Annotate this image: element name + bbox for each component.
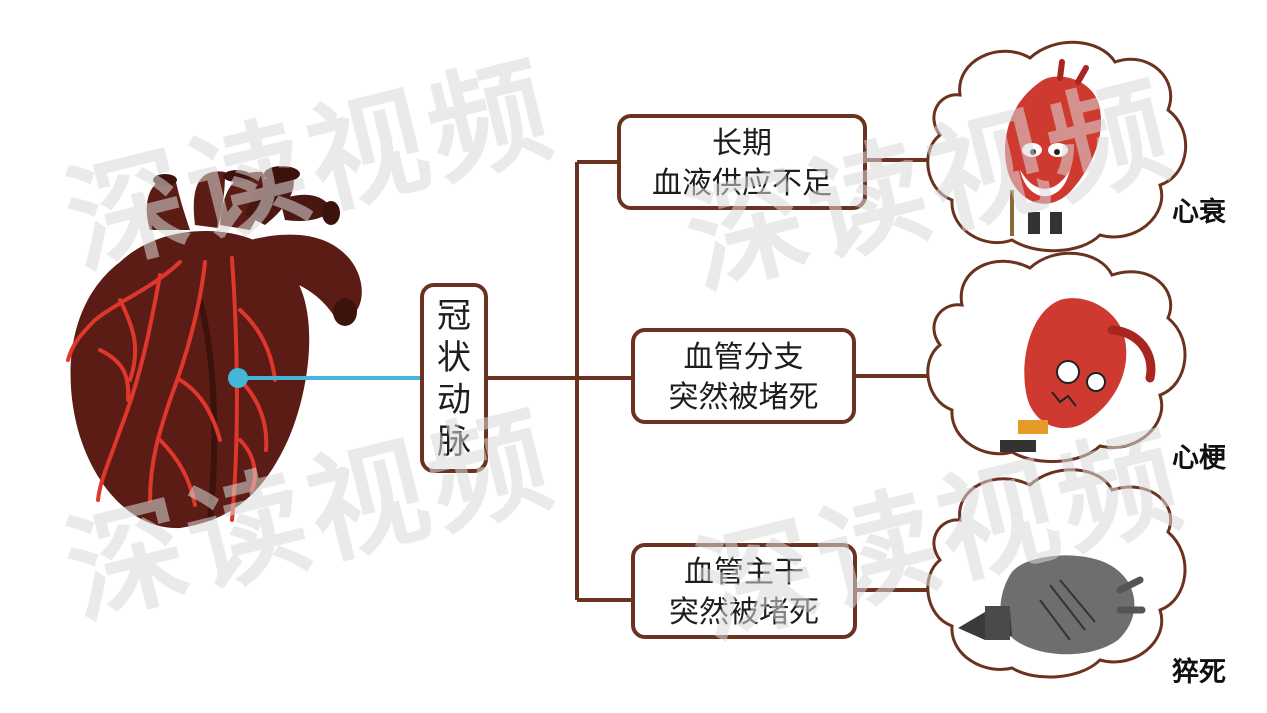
elderly-heart-icon	[1005, 59, 1102, 236]
outcome-label-heart-failure: 心衰	[1172, 197, 1226, 228]
heart-illustration	[66, 166, 362, 529]
outcome-label-sudden-death: 猝死	[1172, 657, 1226, 688]
branch-node-line: 血管分支	[683, 340, 804, 375]
root-node-coronary-artery: 冠 状 动 脉	[420, 283, 488, 473]
root-node-char: 动	[437, 380, 471, 420]
branch-node-line: 突然被堵死	[668, 380, 819, 415]
dead-heart-icon	[958, 555, 1146, 655]
branch-node-trunk-blocked: 血管主干 突然被堵死	[631, 543, 857, 639]
branch-node-line: 血液供应不足	[652, 166, 832, 201]
root-node-char: 脉	[437, 422, 471, 462]
root-node-char: 冠	[437, 296, 471, 336]
branch-node-line: 突然被堵死	[669, 595, 819, 630]
connector-lines	[488, 158, 937, 602]
injured-heart-icon	[1000, 298, 1156, 452]
branch-node-branch-blocked: 血管分支 突然被堵死	[631, 328, 856, 424]
outcome-label-infarction: 心梗	[1172, 443, 1226, 474]
pointer-line	[228, 368, 422, 388]
branch-node-chronic: 长期 血液供应不足	[617, 114, 867, 210]
branch-node-line: 长期	[712, 126, 772, 161]
branch-node-line: 血管主干	[684, 555, 804, 590]
root-node-char: 状	[437, 338, 471, 378]
